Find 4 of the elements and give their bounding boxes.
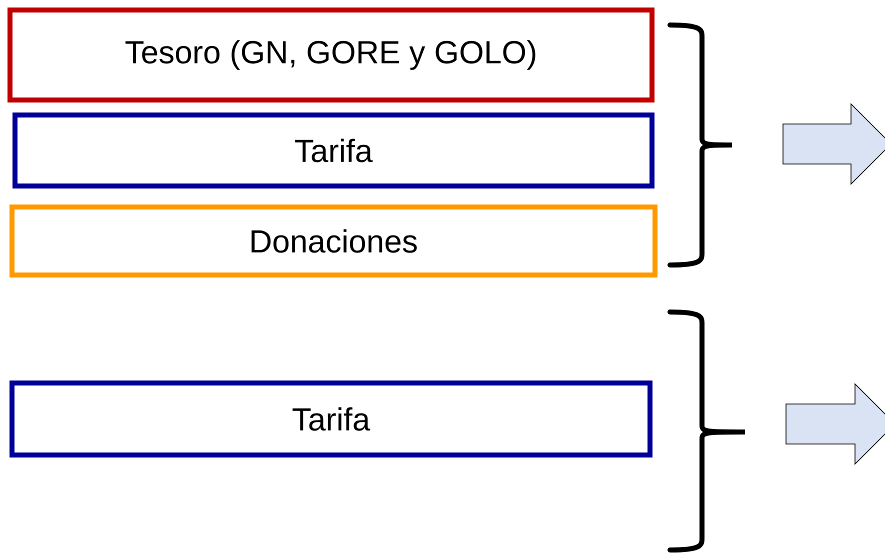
text-box: Tarifa — [10, 380, 652, 458]
text-box: Donaciones — [10, 204, 658, 278]
text-box: Tesoro (GN, GORE y GOLO) — [8, 8, 654, 102]
text-box: Tarifa — [12, 112, 654, 188]
